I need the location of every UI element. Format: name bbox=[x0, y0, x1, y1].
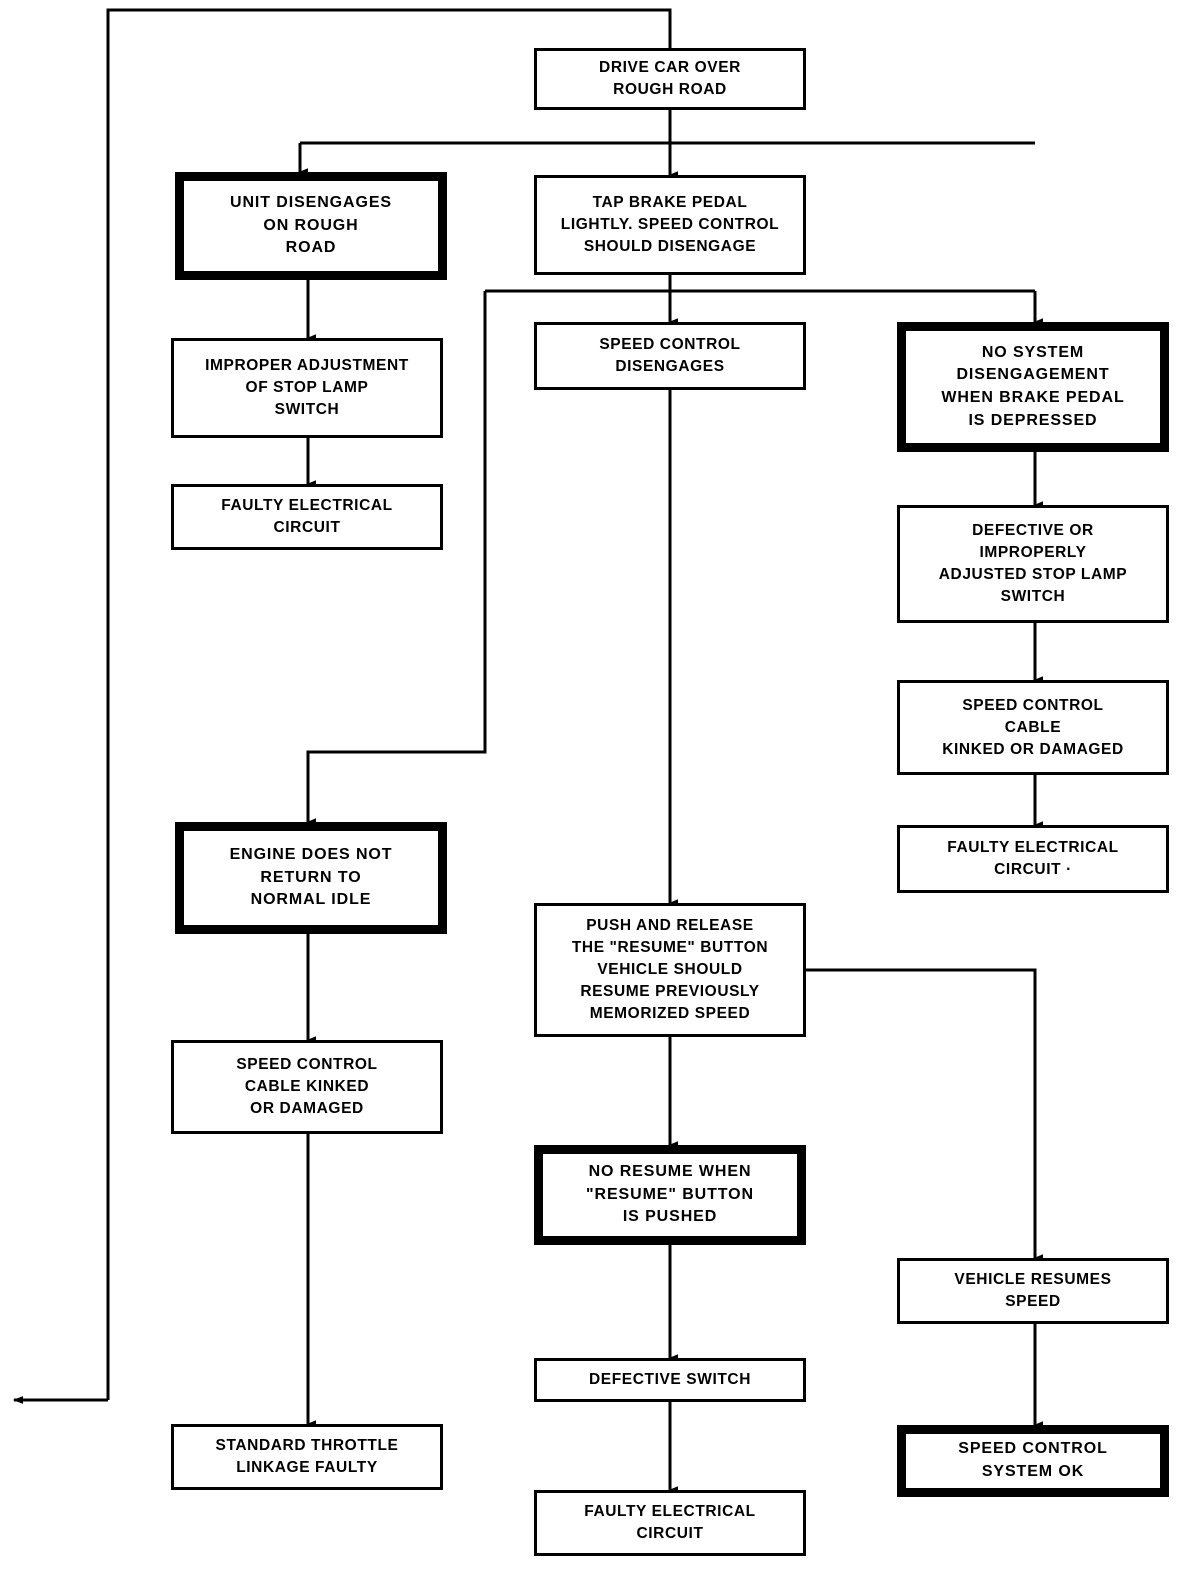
node-standard-throttle-linkage[interactable]: STANDARD THROTTLE LINKAGE FAULTY bbox=[171, 1424, 443, 1490]
node-drive-car[interactable]: DRIVE CAR OVER ROUGH ROAD bbox=[534, 48, 806, 110]
node-speed-control-disengages[interactable]: SPEED CONTROL DISENGAGES bbox=[534, 322, 806, 390]
node-defective-stop-lamp-switch[interactable]: DEFECTIVE OR IMPROPERLY ADJUSTED STOP LA… bbox=[897, 505, 1169, 623]
node-label-no-system-disengagement: NO SYSTEM DISENGAGEMENT WHEN BRAKE PEDAL… bbox=[941, 343, 1125, 429]
node-label-engine-does-not-return: ENGINE DOES NOT RETURN TO NORMAL IDLE bbox=[229, 845, 393, 909]
node-label-faulty-electrical-circuit-bottom: FAULTY ELECTRICAL CIRCUIT bbox=[584, 1503, 756, 1542]
node-speed-control-system-ok[interactable]: SPEED CONTROL SYSTEM OK bbox=[897, 1425, 1169, 1497]
node-label-tap-brake-pedal: TAP BRAKE PEDAL LIGHTLY. SPEED CONTROL S… bbox=[560, 194, 780, 255]
node-vehicle-resumes-speed[interactable]: VEHICLE RESUMES SPEED bbox=[897, 1258, 1169, 1324]
node-label-speed-control-system-ok: SPEED CONTROL SYSTEM OK bbox=[958, 1440, 1108, 1480]
node-faulty-electrical-circuit-left[interactable]: FAULTY ELECTRICAL CIRCUIT bbox=[171, 484, 443, 550]
node-speed-control-cable-left[interactable]: SPEED CONTROL CABLE KINKED OR DAMAGED bbox=[171, 1040, 443, 1134]
connector-push-release-to-vehicle-resumes bbox=[806, 968, 1043, 1262]
node-label-vehicle-resumes-speed: VEHICLE RESUMES SPEED bbox=[954, 1271, 1112, 1310]
node-faulty-electrical-circuit-right[interactable]: FAULTY ELECTRICAL CIRCUIT · bbox=[897, 825, 1169, 893]
node-label-speed-control-cable-left: SPEED CONTROL CABLE KINKED OR DAMAGED bbox=[236, 1056, 378, 1117]
node-label-standard-throttle-linkage: STANDARD THROTTLE LINKAGE FAULTY bbox=[215, 1437, 399, 1476]
node-speed-control-cable-right[interactable]: SPEED CONTROL CABLE KINKED OR DAMAGED bbox=[897, 680, 1169, 775]
node-label-faulty-electrical-circuit-left: FAULTY ELECTRICAL CIRCUIT bbox=[221, 497, 393, 536]
node-label-speed-control-disengages: SPEED CONTROL DISENGAGES bbox=[599, 336, 741, 375]
node-engine-does-not-return[interactable]: ENGINE DOES NOT RETURN TO NORMAL IDLE bbox=[175, 822, 447, 934]
node-label-improper-adjustment: IMPROPER ADJUSTMENT OF STOP LAMP SWITCH bbox=[205, 357, 409, 418]
node-label-push-and-release: PUSH AND RELEASE THE "RESUME" BUTTON VEH… bbox=[571, 917, 769, 1022]
node-unit-disengages[interactable]: UNIT DISENGAGES ON ROUGH ROAD bbox=[175, 172, 447, 280]
node-label-speed-control-cable-right: SPEED CONTROL CABLE KINKED OR DAMAGED bbox=[942, 696, 1124, 758]
node-tap-brake-pedal[interactable]: TAP BRAKE PEDAL LIGHTLY. SPEED CONTROL S… bbox=[534, 175, 806, 275]
node-label-no-resume: NO RESUME WHEN "RESUME" BUTTON IS PUSHED bbox=[586, 1162, 754, 1226]
node-label-defective-switch: DEFECTIVE SWITCH bbox=[588, 1371, 752, 1388]
node-faulty-electrical-circuit-bottom[interactable]: FAULTY ELECTRICAL CIRCUIT bbox=[534, 1490, 806, 1556]
node-no-resume[interactable]: NO RESUME WHEN "RESUME" BUTTON IS PUSHED bbox=[534, 1145, 806, 1245]
node-defective-switch[interactable]: DEFECTIVE SWITCH bbox=[534, 1358, 806, 1402]
node-label-defective-stop-lamp-switch: DEFECTIVE OR IMPROPERLY ADJUSTED STOP LA… bbox=[938, 522, 1128, 605]
node-label-unit-disengages: UNIT DISENGAGES ON ROUGH ROAD bbox=[230, 193, 392, 257]
node-label-faulty-electrical-circuit-right: FAULTY ELECTRICAL CIRCUIT · bbox=[947, 839, 1119, 878]
node-no-system-disengagement[interactable]: NO SYSTEM DISENGAGEMENT WHEN BRAKE PEDAL… bbox=[897, 322, 1169, 452]
node-improper-adjustment[interactable]: IMPROPER ADJUSTMENT OF STOP LAMP SWITCH bbox=[171, 338, 443, 438]
node-push-and-release[interactable]: PUSH AND RELEASE THE "RESUME" BUTTON VEH… bbox=[534, 903, 806, 1037]
node-label-drive-car: DRIVE CAR OVER ROUGH ROAD bbox=[599, 59, 741, 98]
